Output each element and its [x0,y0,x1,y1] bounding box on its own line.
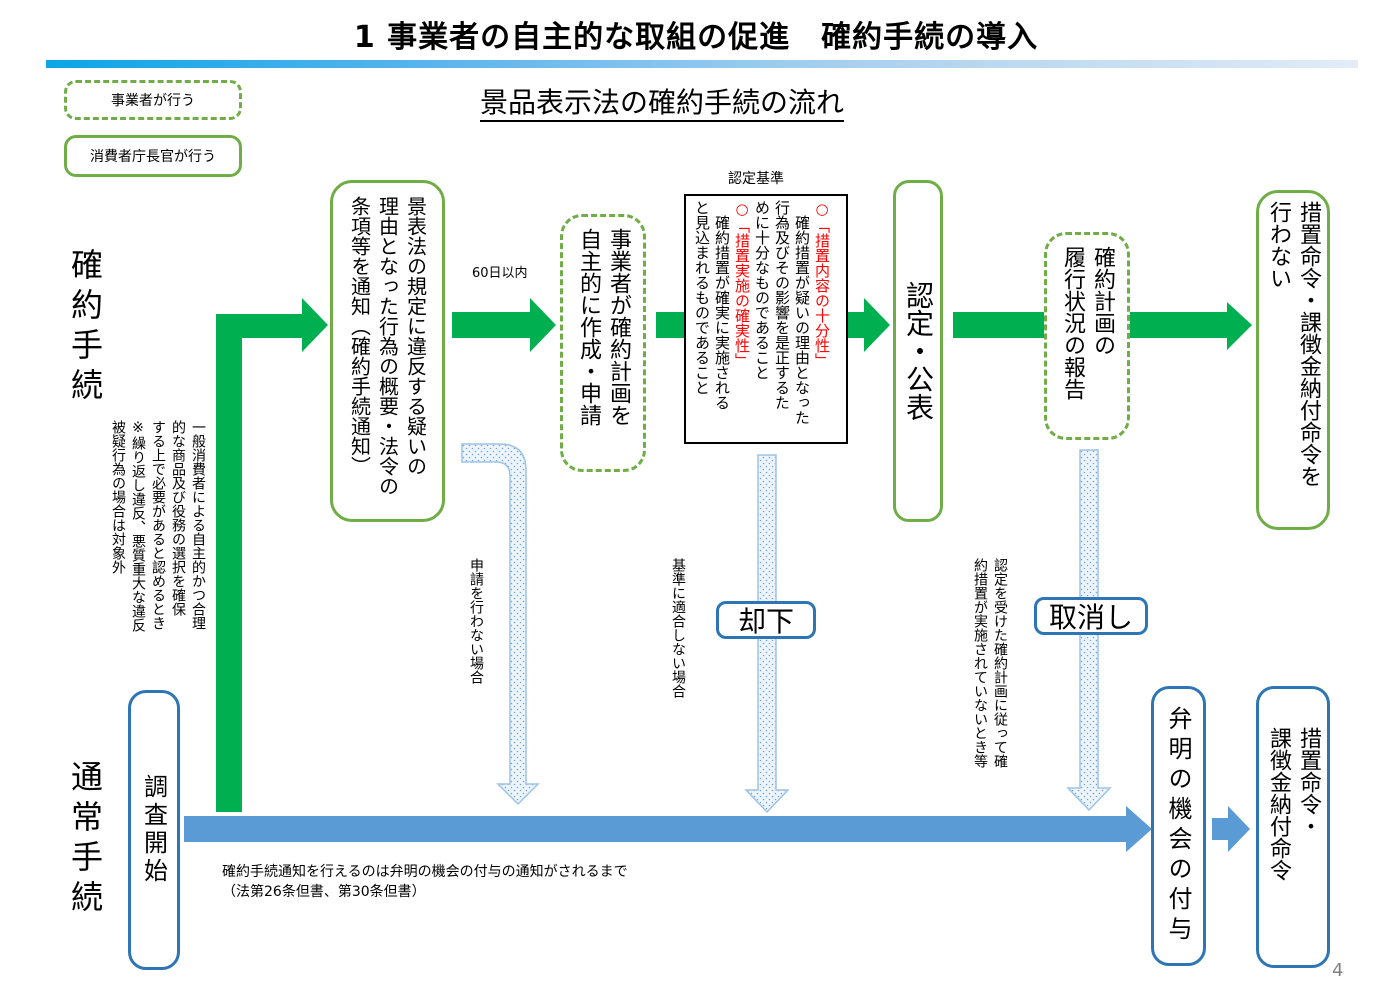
criteria-heading: 認定基準 [728,171,784,187]
lane-label-normal: 通常手続 [66,760,104,920]
approval-label: 認定・公表 [902,281,935,421]
note-line: 一般消費者による自主的かつ合理 [190,420,206,630]
no-order-line: 行わない [1266,201,1291,289]
revocation-label: 取消し [1034,597,1148,635]
arrow-criteria-to-approval [848,298,890,352]
investigation-box: 調査開始 [128,690,180,970]
hearing-label: 弁明の機会の付与 [1164,706,1192,946]
note-line: ※繰り返し違反、悪質重大な違反 [130,420,146,632]
arrow-hearing-to-order [1212,806,1250,852]
no-order-box: 措置命令・課徴金納付命令を 行わない [1256,190,1330,530]
not-implemented-line: 認定を受けた確約計画に従って確 [992,558,1008,768]
eligibility-note: 一般消費者による自主的かつ合理 的な商品及び役務の選択を確保 する上で必要がある… [108,420,208,670]
no-order-line: 措置命令・課徴金納付命令を [1296,201,1321,487]
plan-box: 事業者が確約計画を 自主的に作成・申請 [560,214,646,472]
rejection-label: 却下 [716,601,816,639]
page-title: 1 事業者の自主的な取組の促進 確約手続の導入 [353,20,1039,55]
criteria-line: 確約措置が疑いの理由となった [793,200,811,425]
criteria-box: ○「措置内容の十分性」 確約措置が疑いの理由となった 行為及びその影響を是正する… [684,194,848,444]
title-divider-bar [46,60,1358,68]
page-number: 4 [1332,960,1344,981]
notice-box: 景表法の規定に違反する疑いの 理由となった行為の概要・法令の 条項等を通知（確約… [330,180,445,522]
legend-business-label: 事業者が行う [111,93,195,109]
arrow-investigation-to-hearing [184,806,1152,852]
arrow-to-commitment [216,298,328,812]
notice-line: 理由となった行為の概要・法令の [375,196,400,496]
criteria-line: 確約措置が確実に実施される [713,200,731,410]
not-compliant-label: 基準に適合しない場合 [670,558,686,698]
note-line: 被疑行為の場合は対象外 [110,420,126,574]
report-line: 確約計画の [1090,246,1115,356]
arrow-approval-to-report [953,312,1046,338]
hearing-box: 弁明の機会の付与 [1151,686,1206,966]
deadline-note-line2: （法第26条但書、第30条但書） [222,884,426,900]
note-line: 的な商品及び役務の選択を確保 [170,420,186,616]
not-implemented-note: 認定を受けた確約計画に従って確 約措置が実施されていないとき等 [970,558,1010,768]
legend-commissioner: 消費者庁長官が行う [64,135,242,177]
notice-line: 条項等を通知（確約手続通知） [347,196,372,476]
criteria-line: めに十分なものであること [753,200,771,380]
arrow-notice-to-plan [452,298,556,352]
investigation-label: 調査開始 [139,774,168,886]
criteria-item1-title: ○「措置内容の十分性」 [813,200,831,368]
report-line: 履行状況の報告 [1060,246,1085,400]
diagram-subtitle: 景品表示法の確約手続の流れ [480,86,845,122]
criteria-line: 行為及びその影響を是正するた [773,200,791,410]
criteria-item2-title: ○「措置実施の確実性」 [733,200,751,368]
arrow-report-to-no-order [1130,302,1252,350]
order-line: 課徴金納付命令 [1266,727,1291,881]
no-application-label: 申請を行わない場合 [468,558,484,684]
legend-commissioner-label: 消費者庁長官が行う [90,149,216,165]
deadline-note: 確約手続通知を行えるのは弁明の機会の付与の通知がされるまで （法第26条但書、第… [222,862,628,902]
plan-line: 事業者が確約計画を [606,228,631,426]
lane-label-commitment: 確約手続 [66,248,104,408]
criteria-line: と見込まれるものであること [693,200,711,395]
deadline-label: 60日以内 [472,266,528,281]
order-line: 措置命令・ [1296,727,1321,837]
deadline-note-line1: 確約手続通知を行えるのは弁明の機会の付与の通知がされるまで [222,864,628,880]
approval-box: 認定・公表 [893,180,943,522]
plan-line: 自主的に作成・申請 [576,228,601,426]
not-implemented-line: 約措置が実施されていないとき等 [972,558,988,768]
arrow-no-application [461,443,540,806]
legend-business: 事業者が行う [64,80,242,120]
note-line: する上で必要があると認めるとき [150,420,166,630]
notice-line: 景表法の規定に違反する疑いの [403,196,428,476]
order-box: 措置命令・ 課徴金納付命令 [1256,686,1330,968]
arrow-plan-to-criteria [656,312,686,338]
report-box: 確約計画の 履行状況の報告 [1044,232,1130,440]
